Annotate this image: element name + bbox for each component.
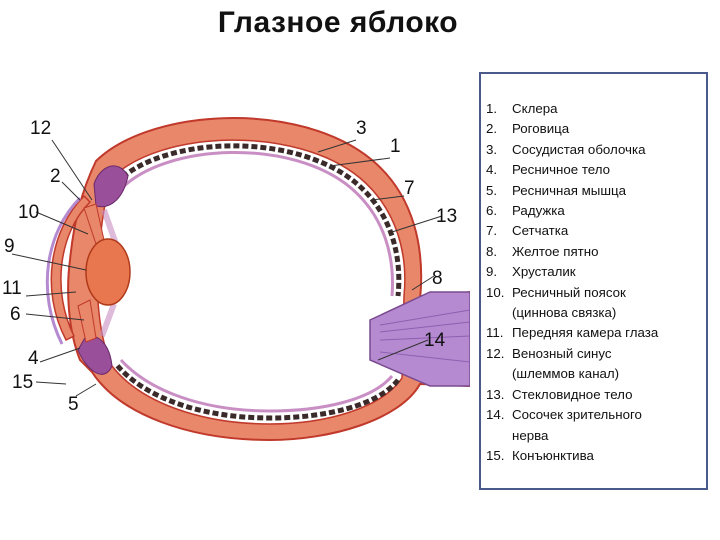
- legend-item-number: 7.: [486, 221, 512, 241]
- callout-7: 7: [404, 178, 415, 199]
- legend-item: 9.Хрусталик: [486, 262, 706, 282]
- legend-item-number: 8.: [486, 242, 512, 262]
- legend-item: 10.Ресничный поясок: [486, 283, 706, 303]
- page-title: Глазное яблоко: [0, 6, 676, 40]
- legend-item: 8.Желтое пятно: [486, 242, 706, 262]
- legend-item-label: Ресничная мышца: [512, 181, 706, 201]
- callout-4: 4: [28, 348, 39, 369]
- legend-item-number: 6.: [486, 201, 512, 221]
- legend-item: 15.Конъюнктива: [486, 446, 706, 466]
- legend-item-number: 9.: [486, 262, 512, 282]
- legend-item-number: 14.: [486, 405, 512, 425]
- legend-item-number: 1.: [486, 99, 512, 119]
- legend-item: 4.Ресничное тело: [486, 160, 706, 180]
- legend-item-label: Радужка: [512, 201, 706, 221]
- callout-5: 5: [68, 394, 79, 415]
- legend-item: 7.Сетчатка: [486, 221, 706, 241]
- legend-item-label: Венозный синус: [512, 344, 706, 364]
- legend-item-label: Желтое пятно: [512, 242, 706, 262]
- legend-item-label: Сосочек зрительного: [512, 405, 706, 425]
- legend-item-number: 3.: [486, 140, 512, 160]
- callout-3: 3: [356, 118, 367, 139]
- legend-item: 2.Роговица: [486, 119, 706, 139]
- legend-item-label: Склера: [512, 99, 706, 119]
- legend-item-number: 15.: [486, 446, 512, 466]
- legend-item: 5.Ресничная мышца: [486, 181, 706, 201]
- legend-item: 13.Стекловидное тело: [486, 385, 706, 405]
- legend-item-label: Сосудистая оболочка: [512, 140, 706, 160]
- legend-item-label: Передняя камера глаза: [512, 323, 706, 343]
- callout-1: 1: [390, 136, 401, 157]
- legend-item-number: 11.: [486, 323, 512, 343]
- legend-item: 11.Передняя камера глаза: [486, 323, 706, 343]
- eyeball-diagram: 12 3 1 2 7 10 13 9 8 11 6 14 4 15 5: [0, 60, 470, 460]
- callout-12: 12: [30, 118, 51, 139]
- legend-item-number: 4.: [486, 160, 512, 180]
- legend-item: 3.Сосудистая оболочка: [486, 140, 706, 160]
- legend-item-label: Конъюнктива: [512, 446, 706, 466]
- legend-item: 1.Склера: [486, 99, 706, 119]
- legend-item-continuation: нерва: [486, 426, 706, 446]
- callout-2: 2: [50, 166, 61, 187]
- legend-item-number: 5.: [486, 181, 512, 201]
- callout-8: 8: [432, 268, 443, 289]
- legend-item-label: Роговица: [512, 119, 706, 139]
- legend-item-label: Стекловидное тело: [512, 385, 706, 405]
- legend-item-number: 10.: [486, 283, 512, 303]
- legend-item: 14.Сосочек зрительного: [486, 405, 706, 425]
- legend-item-continuation: (циннова связка): [486, 303, 706, 323]
- legend-item-continuation: (шлеммов канал): [486, 364, 706, 384]
- legend-item-label: Ресничный поясок: [512, 283, 706, 303]
- legend-item-number: 2.: [486, 119, 512, 139]
- legend-item: 6.Радужка: [486, 201, 706, 221]
- callout-11: 11: [2, 278, 22, 299]
- legend-item-number: 13.: [486, 385, 512, 405]
- callout-6: 6: [10, 304, 21, 325]
- lens: [86, 239, 130, 305]
- legend-item-label: Ресничное тело: [512, 160, 706, 180]
- legend-item-number: 12.: [486, 344, 512, 364]
- legend-item-label: Сетчатка: [512, 221, 706, 241]
- callout-9: 9: [4, 236, 15, 257]
- callout-14: 14: [424, 330, 446, 351]
- callout-10: 10: [18, 202, 39, 223]
- callout-15: 15: [12, 372, 33, 393]
- legend-item: 12.Венозный синус: [486, 344, 706, 364]
- legend-item-label: Хрусталик: [512, 262, 706, 282]
- callout-13: 13: [436, 206, 457, 227]
